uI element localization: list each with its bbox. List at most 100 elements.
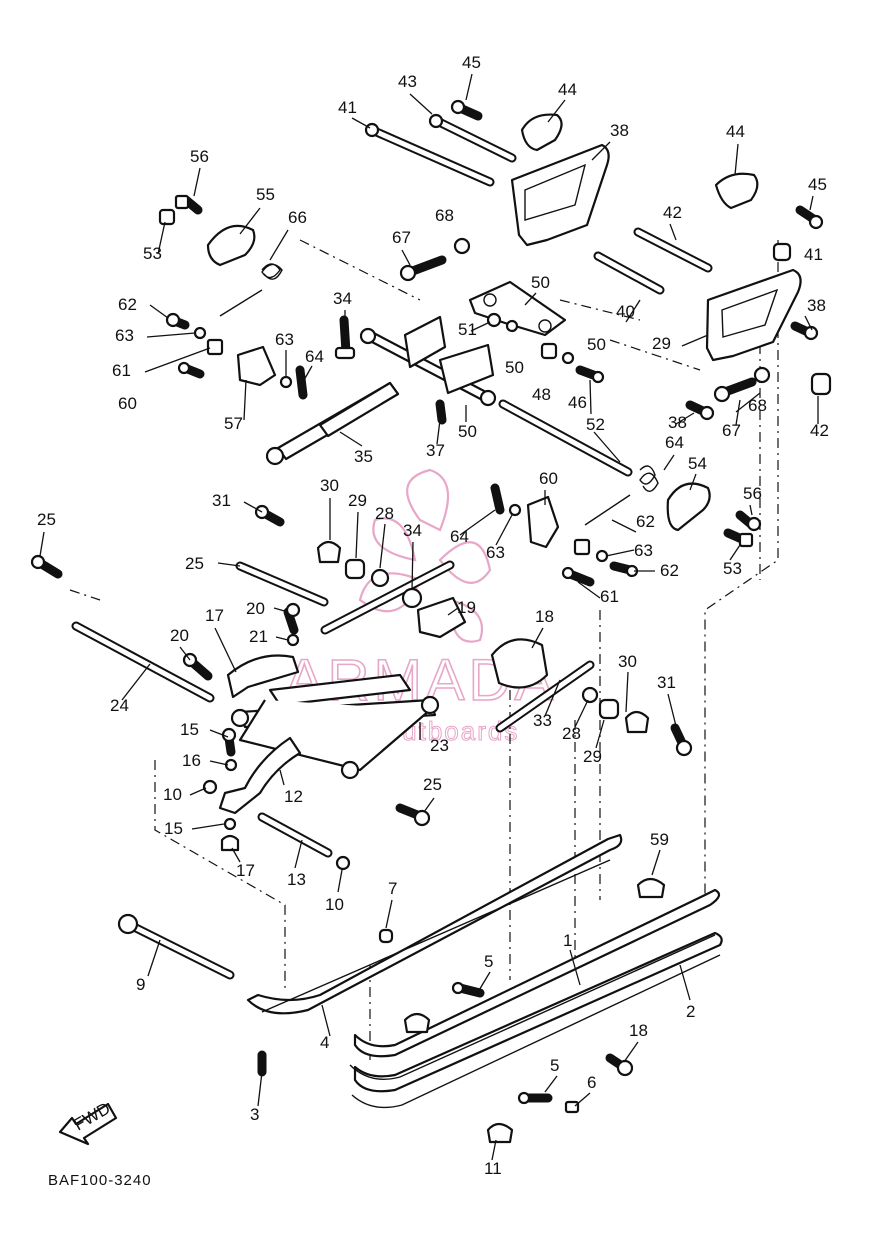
part-54-plate — [666, 482, 711, 532]
callout: 45 — [462, 53, 481, 72]
callout: 51 — [458, 320, 477, 339]
callout: 10 — [163, 785, 182, 804]
callout: 9 — [136, 975, 145, 994]
part-6-nut — [564, 1100, 580, 1114]
part-63-washer-right — [595, 549, 609, 563]
part-36-bracket — [705, 268, 802, 362]
part-51-bushing — [486, 312, 502, 328]
callout: 33 — [533, 711, 552, 730]
part-32-shaft — [320, 560, 455, 635]
part-64-pin — [295, 365, 308, 400]
part-35-pin — [435, 399, 447, 425]
part-27-washer — [370, 568, 390, 588]
part-56-bolt-right — [735, 510, 762, 532]
callout: 15 — [180, 720, 199, 739]
part-44-cap-right — [714, 172, 759, 210]
callout: 31 — [212, 491, 231, 510]
callout: 25 — [185, 554, 204, 573]
part-53-nut-right — [723, 528, 754, 548]
callout: 62 — [660, 561, 679, 580]
part-25-bolt — [30, 554, 63, 579]
part-56-bolt — [174, 194, 203, 215]
callout: 25 — [423, 775, 442, 794]
callout: 5 — [484, 952, 493, 971]
part-65-spring — [584, 465, 659, 526]
callout: 64 — [665, 433, 684, 452]
callout: 66 — [288, 208, 307, 227]
callout: 59 — [650, 830, 669, 849]
diagram-code: BAF100-3240 — [48, 1172, 152, 1189]
part-66-spring — [219, 263, 283, 317]
callout: 48 — [532, 385, 551, 404]
part-43-bolt — [428, 113, 517, 163]
part-45-screw-right — [795, 205, 824, 230]
callout: 42 — [810, 421, 829, 440]
part-46-cross-tube — [359, 315, 497, 407]
part-31-shaft — [495, 660, 595, 733]
part-24-rod — [71, 621, 215, 703]
callout: 17 — [236, 861, 255, 880]
part-67-bolt — [399, 255, 447, 282]
callout: 61 — [112, 361, 131, 380]
callout: 38 — [807, 296, 826, 315]
part-48-collar — [540, 342, 558, 360]
callout: 56 — [743, 484, 762, 503]
callout: 55 — [256, 185, 275, 204]
part-67-bolt-lower — [713, 377, 757, 403]
callout: 1 — [563, 931, 572, 950]
callout: 34 — [333, 289, 352, 308]
callout: 67 — [722, 421, 741, 440]
callout: 45 — [808, 175, 827, 194]
callout: 67 — [392, 228, 411, 247]
part-12-arm — [218, 736, 302, 815]
callout: 63 — [275, 330, 294, 349]
part-28-bushing — [344, 558, 366, 580]
callout: 3 — [250, 1105, 259, 1124]
callout: 18 — [629, 1021, 648, 1040]
part-60-bolt-right — [561, 566, 595, 587]
callout: 13 — [287, 870, 306, 889]
callout: 23 — [430, 736, 449, 755]
part-15-cap — [220, 834, 240, 852]
callout: 29 — [652, 334, 671, 353]
part-28-bushing-right — [598, 698, 620, 720]
part-22-bolt — [283, 602, 301, 635]
part-29-bumper-right — [624, 710, 650, 734]
part-10-bushing-lower — [335, 855, 351, 871]
part-42-rod — [633, 227, 713, 273]
part-27-washer-right — [581, 686, 599, 704]
part-62-bolt-right — [609, 561, 639, 578]
callout: 24 — [110, 696, 129, 715]
part-52-rod — [498, 399, 633, 477]
callout: 30 — [320, 476, 339, 495]
callout: 30 — [618, 652, 637, 671]
callout: 43 — [398, 72, 417, 91]
part-38-bolt — [790, 321, 819, 341]
callout: 68 — [748, 396, 767, 415]
part-41-bushing — [772, 242, 792, 262]
callout: 53 — [143, 244, 162, 263]
part-29-bumper — [316, 540, 342, 564]
callout: 11 — [484, 1159, 502, 1178]
callout: 41 — [338, 98, 357, 117]
part-30-bolt — [254, 504, 285, 527]
middle-assembly — [30, 504, 693, 944]
part-63-washer-mid — [508, 503, 522, 517]
part-25-bolt-lower — [395, 803, 431, 827]
part-50-washer — [505, 319, 519, 333]
part-60-bolt — [177, 361, 205, 379]
callout: 7 — [388, 879, 397, 898]
callout: 50 — [587, 335, 606, 354]
callout: 4 — [320, 1033, 329, 1052]
part-16-bracket — [490, 638, 549, 689]
callout: 20 — [246, 599, 265, 618]
part-10-bushing — [202, 779, 218, 795]
callout: 52 — [586, 415, 605, 434]
callout: 56 — [190, 147, 209, 166]
callout: 64 — [450, 527, 469, 546]
part-62-bolt — [165, 312, 190, 330]
part-49-bolt — [575, 365, 605, 384]
callout: 16 — [182, 751, 201, 770]
part-9-axle — [117, 913, 235, 980]
part-37-bracket — [510, 143, 610, 247]
